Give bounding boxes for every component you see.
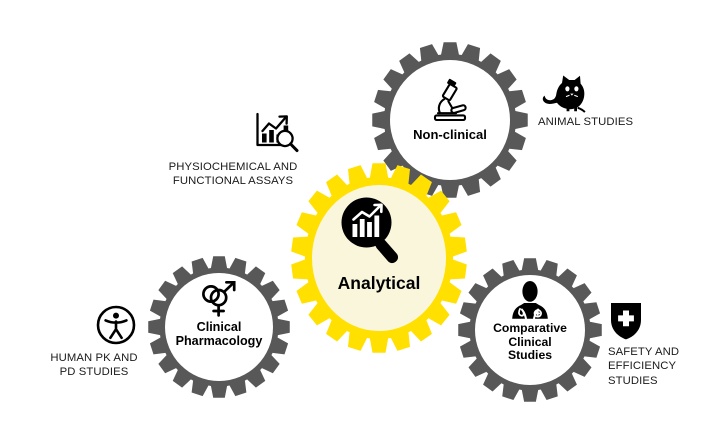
gear-clinical-pharmacology[interactable]: Clinical Pharmacology [148, 256, 290, 398]
callout-caption-human-pk-pd: HUMAN PK AND PD STUDIES [24, 351, 164, 380]
gear-shape-comparative-clinical-studies [458, 258, 602, 402]
caption-line: HUMAN PK AND [50, 352, 138, 364]
callout-caption-physiochemical: PHYSIOCHEMICAL AND FUNCTIONAL ASSAYS [157, 160, 309, 189]
chart-magnifier-icon [252, 110, 304, 156]
caption-line: FUNCTIONAL ASSAYS [172, 175, 294, 188]
gear-comparative-clinical-studies[interactable]: Comparative Clinical Studies [458, 258, 602, 402]
callout-caption-animal-studies: ANIMAL STUDIES [538, 115, 698, 129]
accessibility-person-icon [96, 305, 136, 345]
caption-line: PHYSIOCHEMICAL AND [168, 161, 298, 173]
cat-icon [540, 74, 588, 116]
microscope-icon [426, 78, 474, 124]
callout-caption-safety-efficiency: SAFETY AND EFFICIENCY STUDIES [608, 345, 712, 388]
gear-analytical[interactable]: Analytical [291, 163, 467, 353]
caption-line: PD STUDIES [59, 366, 129, 379]
gender-symbols-icon [196, 278, 242, 320]
caption-line: STUDIES [608, 374, 658, 387]
shield-cross-icon [608, 300, 644, 342]
gear-shape-clinical-pharmacology [148, 256, 290, 398]
doctor-stethoscope-icon [508, 280, 552, 322]
magnifier-bar-chart-icon [337, 195, 409, 265]
caption-line: SAFETY AND [608, 346, 680, 358]
caption-line: ANIMAL STUDIES [538, 116, 634, 128]
caption-line: EFFICIENCY [608, 360, 677, 373]
